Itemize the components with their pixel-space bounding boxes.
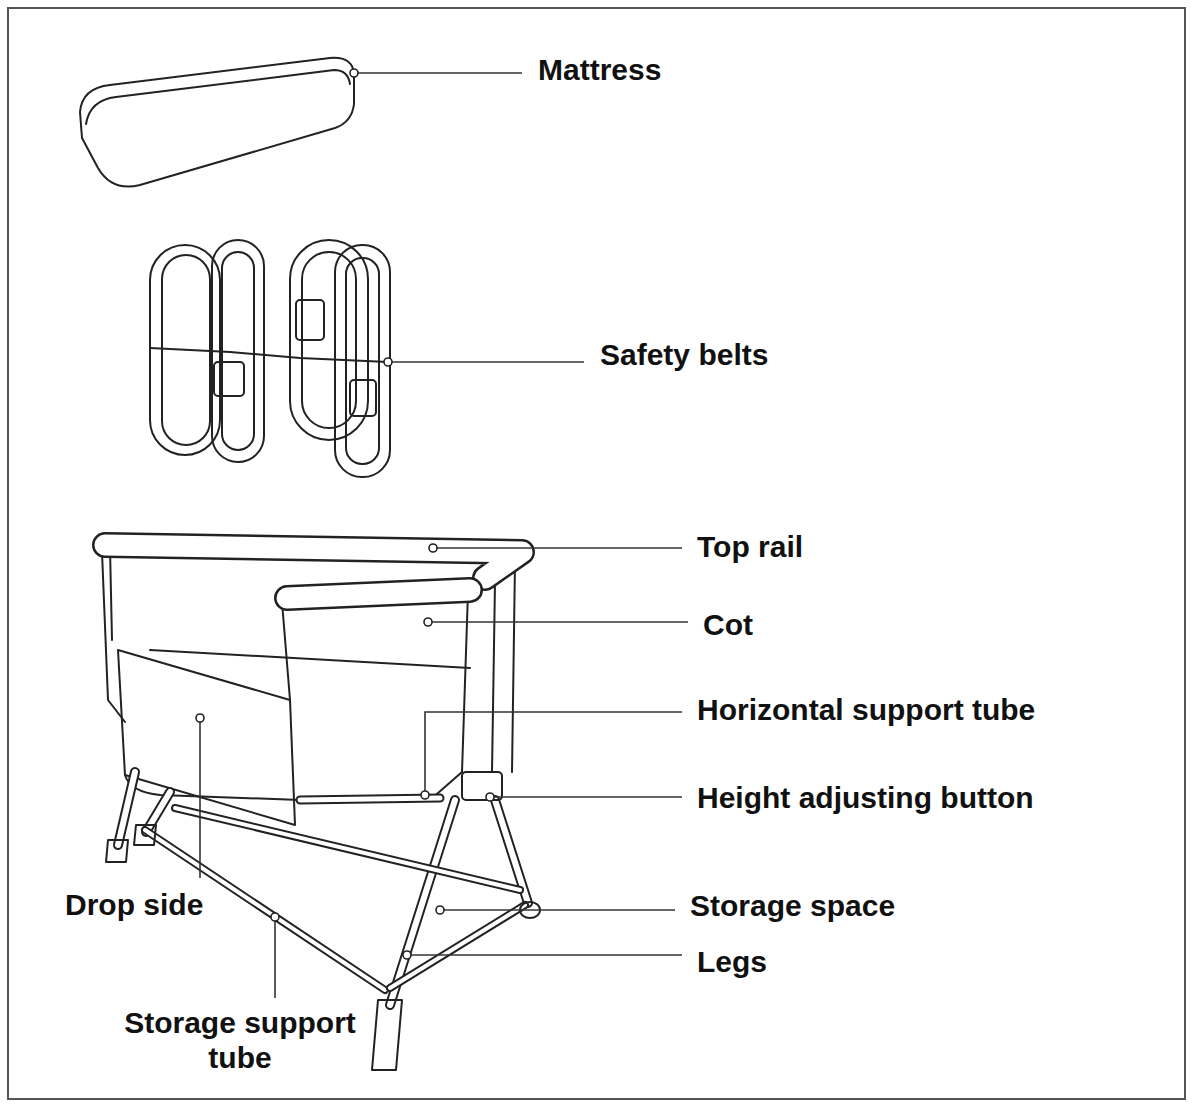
part-label: Mattress <box>538 53 661 88</box>
part-label: Drop side <box>65 888 203 923</box>
part-label: Top rail <box>697 530 803 565</box>
leader-lines <box>200 73 688 998</box>
part-label: Horizontal support tube <box>697 693 1035 728</box>
crib-drawing <box>102 545 540 1070</box>
part-label: Storage support tube <box>110 1006 370 1075</box>
safety-belts-drawing <box>150 240 390 477</box>
part-label: Legs <box>697 945 767 980</box>
mattress-drawing <box>80 58 354 187</box>
part-label: Storage space <box>690 889 895 924</box>
part-label: Cot <box>703 608 753 643</box>
part-label: Safety belts <box>600 338 768 373</box>
part-label: Height adjusting button <box>697 781 1034 816</box>
leader-dots <box>196 69 494 959</box>
frame-border <box>8 8 1185 1099</box>
